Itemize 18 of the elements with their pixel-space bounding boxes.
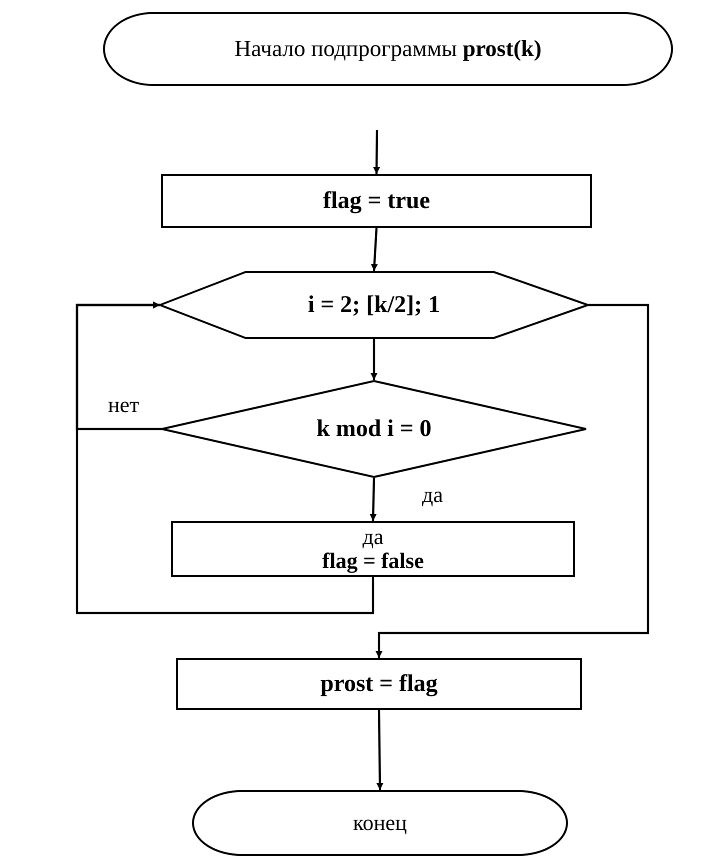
node-text: prost = flag bbox=[320, 670, 438, 698]
node-text: да bbox=[362, 524, 384, 549]
node-text: Начало подпрограммы prost(k) bbox=[234, 36, 542, 62]
process-box bbox=[171, 521, 575, 577]
arrow bbox=[376, 304, 650, 658]
process-box bbox=[176, 658, 582, 710]
arrow bbox=[373, 130, 380, 174]
node-text: flag = true bbox=[323, 188, 430, 214]
arrow bbox=[76, 302, 374, 614]
arrow bbox=[370, 478, 377, 522]
node-text: конец bbox=[353, 810, 407, 836]
node-text: k mod i = 0 bbox=[316, 416, 432, 442]
process-box bbox=[161, 174, 592, 228]
arrow bbox=[376, 710, 384, 790]
node-text: flag = false bbox=[322, 549, 424, 574]
arrow bbox=[370, 339, 378, 380]
arrow bbox=[370, 228, 378, 272]
node-text: i = 2; [k/2]; 1 bbox=[308, 292, 440, 318]
